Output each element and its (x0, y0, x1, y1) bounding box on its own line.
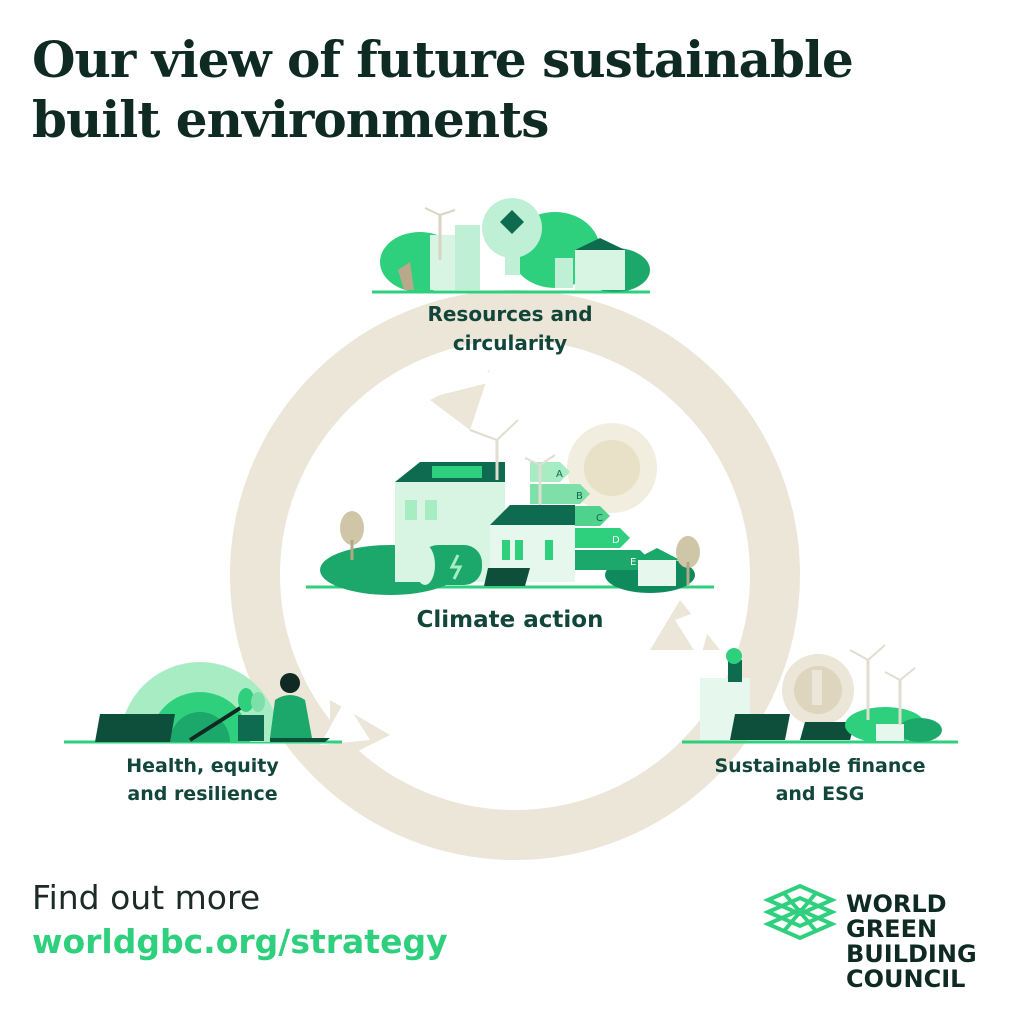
title-line-1: Our view of future sustainable (32, 30, 854, 89)
climate-illustration: A B C D E (306, 419, 714, 595)
wgbc-logo-text: WORLD GREEN BUILDING COUNCIL (846, 892, 977, 992)
health-illustration (64, 662, 342, 744)
node-health-equity-resilience: Health, equity and resilience (90, 752, 315, 808)
energy-rating-a: A (556, 469, 563, 480)
logo-line-1: WORLD (846, 890, 947, 918)
resources-illustration (372, 198, 650, 294)
node-health-line-1: Health, equity (126, 755, 279, 777)
center-label: Climate action (416, 607, 604, 633)
finance-illustration (682, 644, 958, 744)
energy-rating-e: E (630, 557, 636, 568)
energy-rating-b: B (576, 491, 583, 502)
node-resources-line-2: circularity (452, 331, 568, 355)
node-finance-line-2: and ESG (775, 783, 865, 805)
energy-rating-d: D (612, 535, 620, 546)
energy-rating-c: C (596, 513, 603, 524)
wgbc-logo-mark (763, 883, 837, 941)
find-out-more-text: Find out more (32, 878, 261, 917)
node-finance-line-1: Sustainable finance (714, 755, 926, 777)
page-title: Our view of future sustainable built env… (32, 30, 992, 150)
node-health-line-2: and resilience (127, 783, 278, 805)
title-line-2: built environments (32, 90, 549, 149)
logo-line-3: BUILDING (846, 940, 977, 968)
center-climate-action: Climate action (360, 604, 660, 636)
cycle-ring (230, 290, 800, 860)
node-sustainable-finance-esg: Sustainable finance and ESG (690, 752, 950, 808)
node-resources-line-1: Resources and (427, 302, 593, 326)
logo-line-2: GREEN (846, 915, 938, 943)
strategy-link[interactable]: worldgbc.org/strategy (32, 922, 448, 961)
node-resources-circularity: Resources and circularity (380, 300, 640, 358)
logo-line-4: COUNCIL (846, 965, 966, 993)
